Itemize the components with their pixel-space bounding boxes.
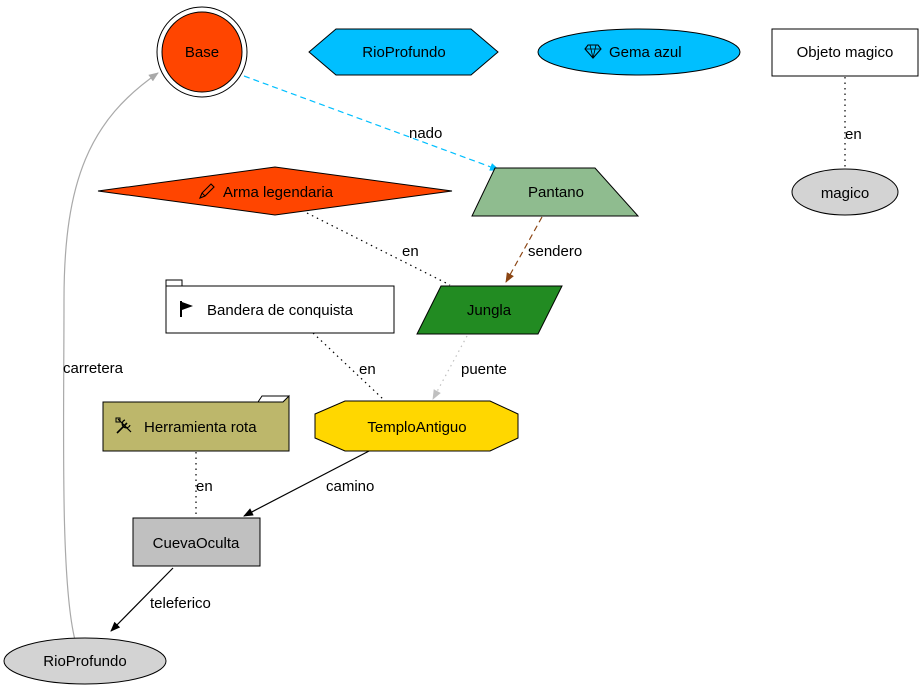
edge-teleferico-label: teleferico — [150, 595, 211, 612]
node-herramienta-shape — [102, 394, 290, 452]
node-arma-legendaria-label: Arma legendaria — [223, 184, 334, 201]
node-templo-label: TemploAntiguo — [367, 419, 466, 436]
edge-teleferico: teleferico — [110, 567, 211, 632]
node-objeto-magico[interactable]: Objeto magico — [771, 28, 919, 77]
tools-icon — [115, 417, 132, 434]
node-magico-label: magico — [821, 185, 869, 202]
edge-en-objeto: en — [844, 77, 862, 168]
node-arma-legendaria[interactable]: Arma legendaria — [97, 166, 453, 216]
edge-en-arma-label: en — [402, 243, 419, 260]
node-cueva-label: CuevaOculta — [153, 535, 240, 552]
edge-camino-label: camino — [326, 478, 374, 495]
node-rioprofundo-hex-label: RioProfundo — [362, 44, 445, 61]
node-base-shape — [161, 11, 243, 93]
node-rioprofundo-hex-shape — [308, 28, 499, 76]
node-pantano[interactable]: Pantano — [471, 167, 640, 217]
node-gema-azul-shape — [537, 28, 741, 76]
gem-icon — [584, 44, 602, 59]
node-rioprofundo-ellipse[interactable]: RioProfundo — [3, 637, 167, 685]
edge-teleferico-line — [110, 567, 174, 632]
flag-icon — [180, 301, 193, 317]
node-magico[interactable]: magico — [791, 168, 899, 216]
pen-icon — [199, 183, 215, 199]
node-objeto-magico-shape — [771, 28, 919, 77]
node-bandera-label: Bandera de conquista — [207, 302, 354, 319]
node-pantano-shape — [471, 167, 640, 217]
node-bandera-shape — [165, 285, 395, 334]
edge-carretera-line — [62, 72, 159, 641]
edge-en-arma-line — [306, 212, 451, 286]
node-objeto-magico-label: Objeto magico — [797, 44, 894, 61]
node-jungla-label: Jungla — [467, 302, 512, 319]
node-templo-shape — [314, 400, 519, 452]
edge-carretera: carretera — [62, 72, 159, 641]
edge-sendero-line — [505, 216, 543, 283]
edge-en-herramienta-label: en — [196, 478, 213, 495]
edge-sendero-label: sendero — [528, 243, 582, 260]
node-base-label: Base — [185, 44, 219, 61]
node-rioprofundo-hex[interactable]: RioProfundo — [308, 28, 499, 76]
edge-en-bandera-label: en — [359, 361, 376, 378]
node-base[interactable]: Base — [156, 6, 248, 98]
node-gema-azul-label: Gema azul — [609, 44, 682, 61]
edge-nado-line — [243, 75, 500, 171]
node-templo[interactable]: TemploAntiguo — [314, 400, 519, 452]
node-gema-azul[interactable]: Gema azul — [537, 28, 741, 76]
node-magico-shape — [791, 168, 899, 216]
edge-nado: nado — [243, 75, 500, 171]
edge-puente-label: puente — [461, 361, 507, 378]
edge-puente: puente — [432, 335, 507, 400]
node-rioprofundo-ellipse-shape — [3, 637, 167, 685]
edge-puente-line — [432, 335, 468, 400]
edge-sendero: sendero — [505, 216, 582, 283]
node-cueva-shape — [132, 517, 261, 567]
node-herramienta-label: Herramienta rota — [144, 419, 257, 436]
node-cueva[interactable]: CuevaOculta — [132, 517, 261, 567]
node-jungla[interactable]: Jungla — [416, 285, 563, 335]
edge-en-arma: en — [306, 212, 451, 286]
node-jungla-shape — [416, 285, 563, 335]
node-arma-legendaria-shape — [97, 166, 453, 216]
node-herramienta[interactable]: Herramienta rota — [102, 394, 290, 452]
node-bandera[interactable]: Bandera de conquista — [165, 279, 395, 334]
edge-nado-label: nado — [409, 125, 442, 142]
node-pantano-label: Pantano — [528, 184, 584, 201]
edge-en-herramienta: en — [195, 452, 213, 518]
edge-en-objeto-label: en — [845, 126, 862, 143]
edge-camino-line — [243, 449, 372, 517]
node-rioprofundo-ellipse-label: RioProfundo — [43, 653, 126, 670]
edge-carretera-label: carretera — [63, 360, 124, 377]
edge-en-bandera: en — [312, 332, 384, 400]
edge-camino: camino — [243, 449, 374, 517]
